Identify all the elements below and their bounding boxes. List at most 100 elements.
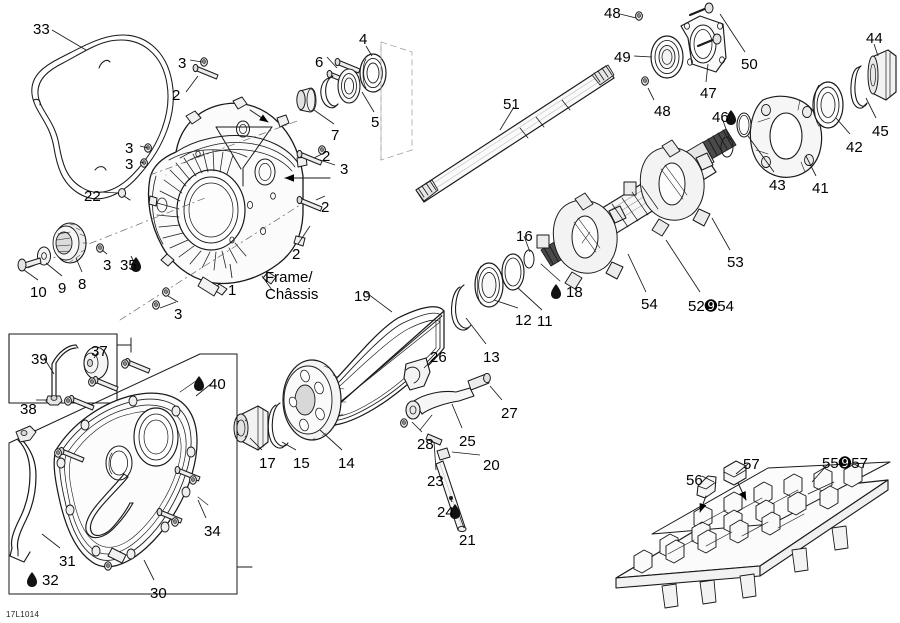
callout-3b: 3 — [125, 140, 134, 157]
callout-22: 22 — [84, 188, 101, 205]
callout-4: 4 — [359, 31, 368, 48]
callout-18: 18 — [566, 284, 583, 301]
oil-drop-icon-32 — [27, 572, 37, 587]
callout-45: 45 — [872, 123, 889, 140]
callout-26: 26 — [430, 349, 447, 366]
callout-44: 44 — [866, 30, 883, 47]
callout-10: 10 — [30, 284, 47, 301]
callout-56: 56 — [686, 472, 703, 489]
callout-55-57: 55➒57 — [822, 455, 868, 472]
bearing-4 — [359, 53, 387, 93]
callout-39: 39 — [31, 351, 48, 368]
callout-2a: 2 — [172, 87, 181, 104]
callout-30: 30 — [150, 585, 167, 602]
snapring-13 — [451, 284, 472, 331]
lug-56 — [696, 475, 717, 499]
flange-41 — [749, 95, 823, 178]
gasket-33 — [31, 34, 174, 200]
drive-axle-52-54 — [536, 128, 737, 290]
callout-12: 12 — [515, 312, 532, 329]
bearing-49 — [650, 35, 684, 79]
chaincase-cover-30 — [53, 392, 198, 568]
chaincase-housing-1 — [147, 96, 308, 297]
adjuster-27 — [467, 372, 491, 391]
snapring-45 — [850, 65, 868, 109]
housing-44 — [867, 49, 897, 101]
callout-25: 25 — [459, 433, 476, 450]
frame-group-label: Frame/ Châssis — [265, 269, 319, 303]
oring-43 — [736, 112, 752, 138]
callout-24: 24 — [437, 504, 454, 521]
oil-drop-icon-40 — [194, 376, 204, 391]
callout-51: 51 — [503, 96, 520, 113]
callout-3e: 3 — [103, 257, 112, 274]
oring-46-part — [720, 136, 734, 158]
snapring-15 — [267, 402, 289, 449]
callout-50: 50 — [741, 56, 758, 73]
seal-5 — [337, 68, 361, 104]
callout-46: 46 — [712, 109, 729, 126]
callout-8: 8 — [78, 276, 87, 293]
sprocket-14 — [282, 359, 347, 441]
callout-19: 19 — [354, 288, 371, 305]
nut-48b — [641, 76, 649, 86]
bushing-20 — [436, 447, 451, 461]
callout-21: 21 — [459, 532, 476, 549]
drive-shaft-51 — [415, 64, 615, 203]
callout-37: 37 — [91, 343, 108, 360]
oil-hose-31 — [9, 425, 37, 563]
diagram-reference-code: 17L1014 — [6, 610, 40, 619]
lug-57 — [723, 460, 747, 486]
bolt-3e — [96, 243, 104, 253]
nut-48a — [635, 11, 643, 21]
callout-5: 5 — [371, 114, 380, 131]
callout-31: 31 — [59, 553, 76, 570]
callout-40: 40 — [209, 376, 226, 393]
callout-57: 57 — [743, 456, 760, 473]
cap-37 — [83, 346, 109, 380]
callout-54: 54 — [641, 296, 658, 313]
tensioner-arm-25 — [405, 387, 475, 420]
seal-11 — [501, 253, 525, 291]
callout-9: 9 — [58, 280, 67, 297]
callout-3c: 3 — [125, 156, 134, 173]
callout-35: 35 — [120, 257, 137, 274]
oring-16 — [523, 249, 535, 269]
callout-27: 27 — [501, 405, 518, 422]
bearing-42 — [812, 81, 844, 129]
callout-13: 13 — [483, 349, 500, 366]
callout-38: 38 — [20, 401, 37, 418]
callout-2b: 2 — [322, 148, 331, 165]
callout-42: 42 — [846, 139, 863, 156]
callout-49: 49 — [614, 49, 631, 66]
fitting-38 — [45, 395, 63, 406]
oil-drop-icon-46 — [726, 110, 736, 125]
callout-14: 14 — [338, 455, 355, 472]
clip-23 — [425, 433, 443, 446]
slider-shoe-26 — [403, 357, 431, 391]
nut-28 — [400, 418, 408, 428]
callout-11: 11 — [537, 313, 553, 330]
bearing-12 — [474, 262, 504, 308]
callout-32: 32 — [42, 572, 59, 589]
bolt-10 — [17, 257, 42, 272]
bushing-7 — [296, 87, 317, 113]
callout-28: 28 — [417, 436, 434, 453]
hose-39 — [51, 344, 79, 397]
callout-15: 15 — [293, 455, 310, 472]
callout-2c: 2 — [321, 199, 330, 216]
callout-16: 16 — [516, 228, 533, 245]
oil-drop-icon-35 — [131, 257, 141, 272]
callout-41: 41 — [812, 180, 829, 197]
screw-50a — [688, 2, 714, 17]
callout-23: 23 — [427, 473, 444, 490]
callout-17: 17 — [259, 455, 276, 472]
callout-2d: 2 — [292, 246, 301, 263]
screw-50b — [696, 33, 722, 48]
callout-7: 7 — [331, 127, 340, 144]
callout-33: 33 — [33, 21, 50, 38]
callout-48b: 48 — [654, 103, 671, 120]
screw-2a — [192, 63, 219, 80]
fitting-22 — [117, 188, 131, 201]
